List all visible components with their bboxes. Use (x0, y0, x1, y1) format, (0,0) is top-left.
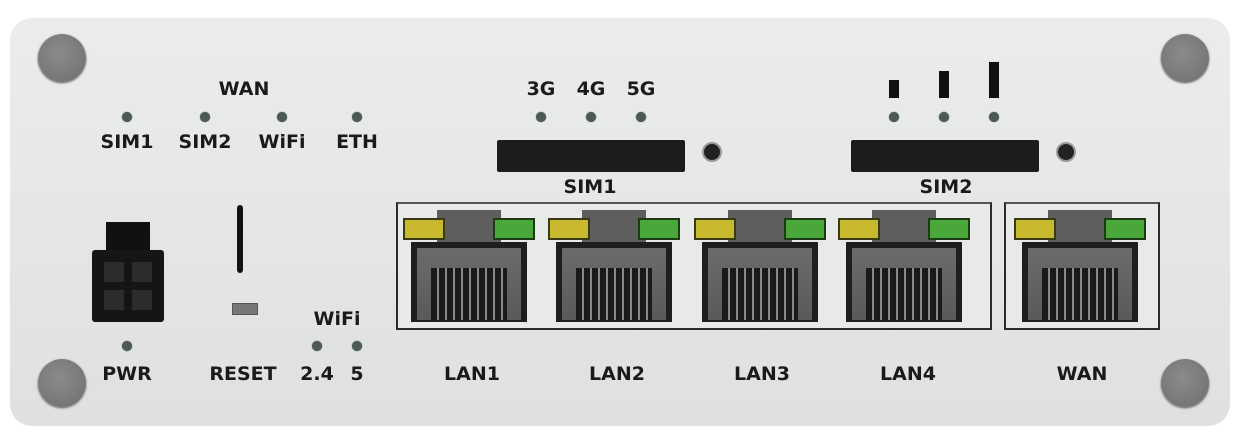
ethernet-port-lan4[interactable] (838, 210, 970, 322)
led-wifi (277, 112, 287, 122)
port-label: LAN3 (734, 363, 790, 385)
led-wifi-24 (312, 341, 322, 351)
led-4g (586, 112, 596, 122)
led-5g (636, 112, 646, 122)
port-label: LAN4 (880, 363, 936, 385)
led-sim1 (122, 112, 132, 122)
signal-bar-icon (939, 71, 949, 98)
led-signal-3 (989, 112, 999, 122)
sim1-eject-hole[interactable] (702, 142, 722, 162)
port-label: LAN1 (444, 363, 500, 385)
screw-icon (1161, 34, 1209, 82)
sim1-label: SIM1 (563, 176, 617, 198)
signal-bar-icon (889, 80, 899, 98)
led-sim2 (200, 112, 210, 122)
led-3g (536, 112, 546, 122)
port-label: LAN2 (589, 363, 645, 385)
led-label: 5 (350, 363, 364, 385)
sim2-eject-hole[interactable] (1056, 142, 1076, 162)
screw-icon (38, 34, 86, 82)
sim2-label: SIM2 (919, 176, 973, 198)
ethernet-port-lan2[interactable] (548, 210, 680, 322)
ethernet-port-wan[interactable] (1014, 210, 1146, 322)
wifi-group-title: WiFi (313, 308, 361, 330)
screw-icon (38, 359, 86, 407)
led-wifi-5 (352, 341, 362, 351)
led-label: 2.4 (300, 363, 334, 385)
led-label: SIM2 (178, 131, 232, 153)
signal-bar-icon (989, 62, 999, 98)
led-eth (352, 112, 362, 122)
led-label: SIM1 (100, 131, 154, 153)
pwr-label: PWR (102, 363, 152, 385)
led-signal-1 (889, 112, 899, 122)
led-label: 4G (576, 78, 606, 100)
led-signal-2 (939, 112, 949, 122)
sim1-slot[interactable] (497, 140, 685, 172)
wan-group-title: WAN (218, 78, 270, 100)
led-label: 5G (626, 78, 656, 100)
power-connector[interactable] (92, 250, 164, 322)
reset-button[interactable] (232, 303, 258, 315)
ethernet-port-lan1[interactable] (403, 210, 535, 322)
led-label: ETH (336, 131, 378, 153)
port-label: WAN (1056, 363, 1108, 385)
led-pwr (122, 341, 132, 351)
led-label: WiFi (258, 131, 306, 153)
led-label: 3G (526, 78, 556, 100)
reset-label: RESET (209, 363, 277, 385)
ethernet-port-lan3[interactable] (694, 210, 826, 322)
sim2-slot[interactable] (851, 140, 1039, 172)
screw-icon (1161, 359, 1209, 407)
usb-slot (237, 205, 243, 273)
